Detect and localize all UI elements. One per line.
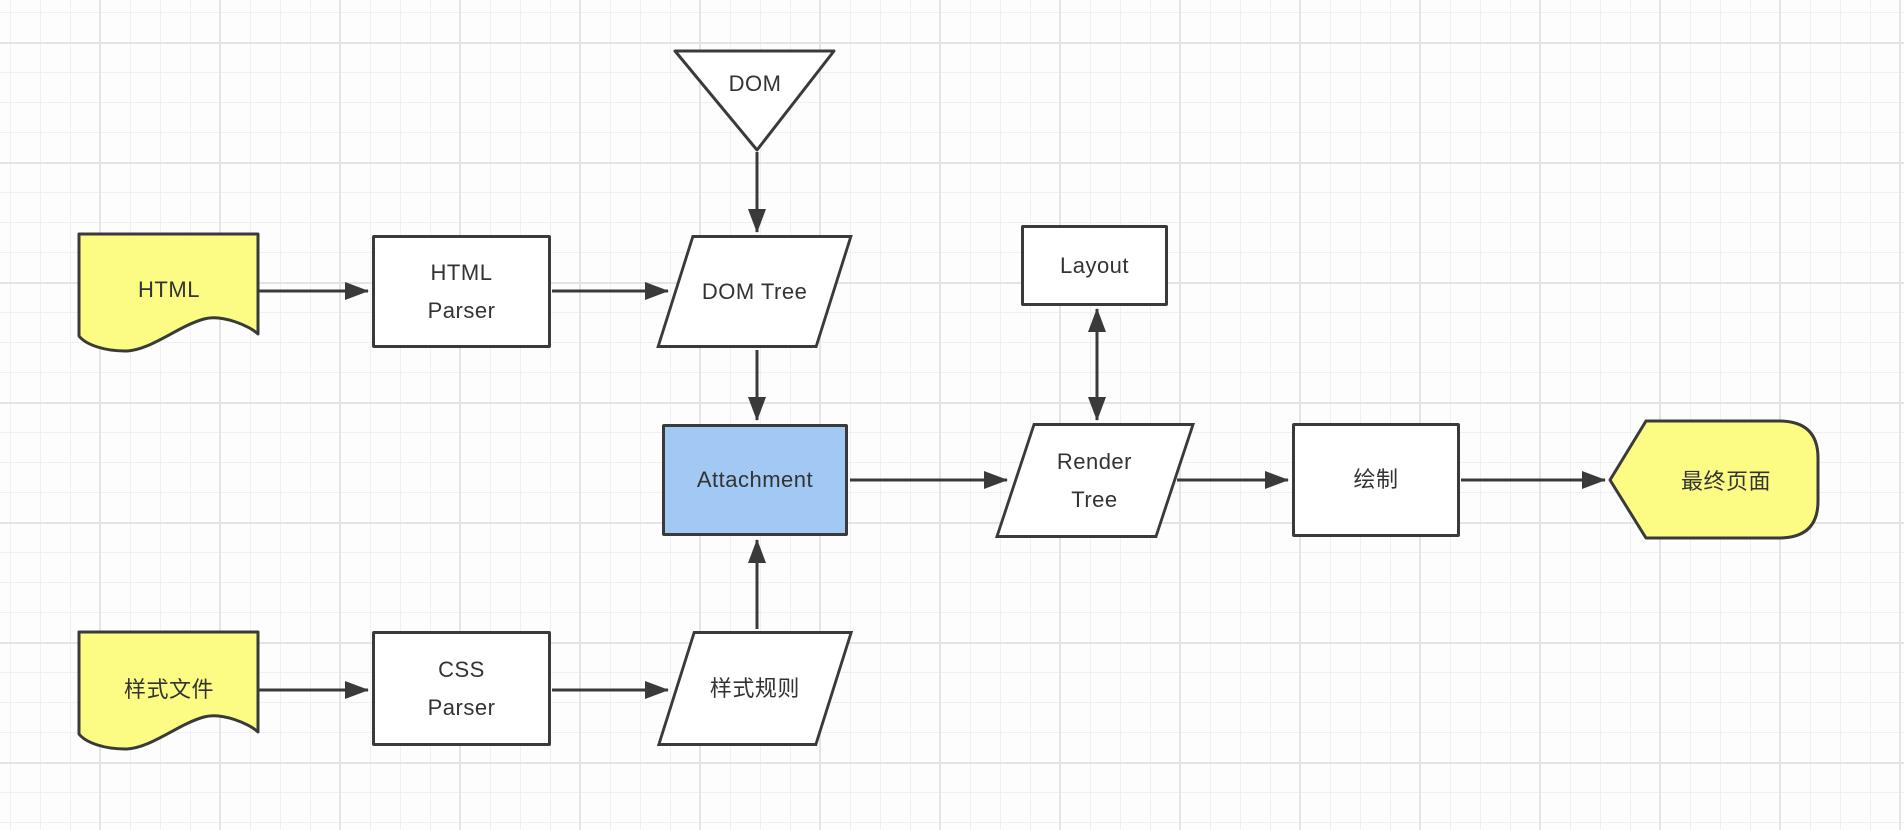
node-html-document[interactable] <box>77 232 260 353</box>
node-layout[interactable]: Layout <box>1021 225 1168 306</box>
node-style-document[interactable] <box>77 630 260 751</box>
style-rules-label: 样式规则 <box>709 675 800 701</box>
node-paint[interactable]: 绘制 <box>1292 423 1460 537</box>
node-html-parser[interactable]: HTML Parser <box>372 235 551 348</box>
paint-label: 绘制 <box>1353 467 1399 492</box>
html-parser-label: HTML Parser <box>427 259 496 323</box>
layout-label: Layout <box>1059 252 1130 278</box>
node-attachment[interactable]: Attachment <box>662 424 848 536</box>
css-parser-label: CSS Parser <box>427 656 496 720</box>
node-final-page-display[interactable] <box>1608 419 1820 540</box>
render-tree-label: Render Tree <box>1057 448 1133 512</box>
node-css-parser[interactable]: CSS Parser <box>372 631 551 746</box>
attachment-label: Attachment <box>696 467 814 492</box>
dom-tree-label: DOM Tree <box>701 278 808 304</box>
node-dom-triangle[interactable] <box>673 49 836 152</box>
